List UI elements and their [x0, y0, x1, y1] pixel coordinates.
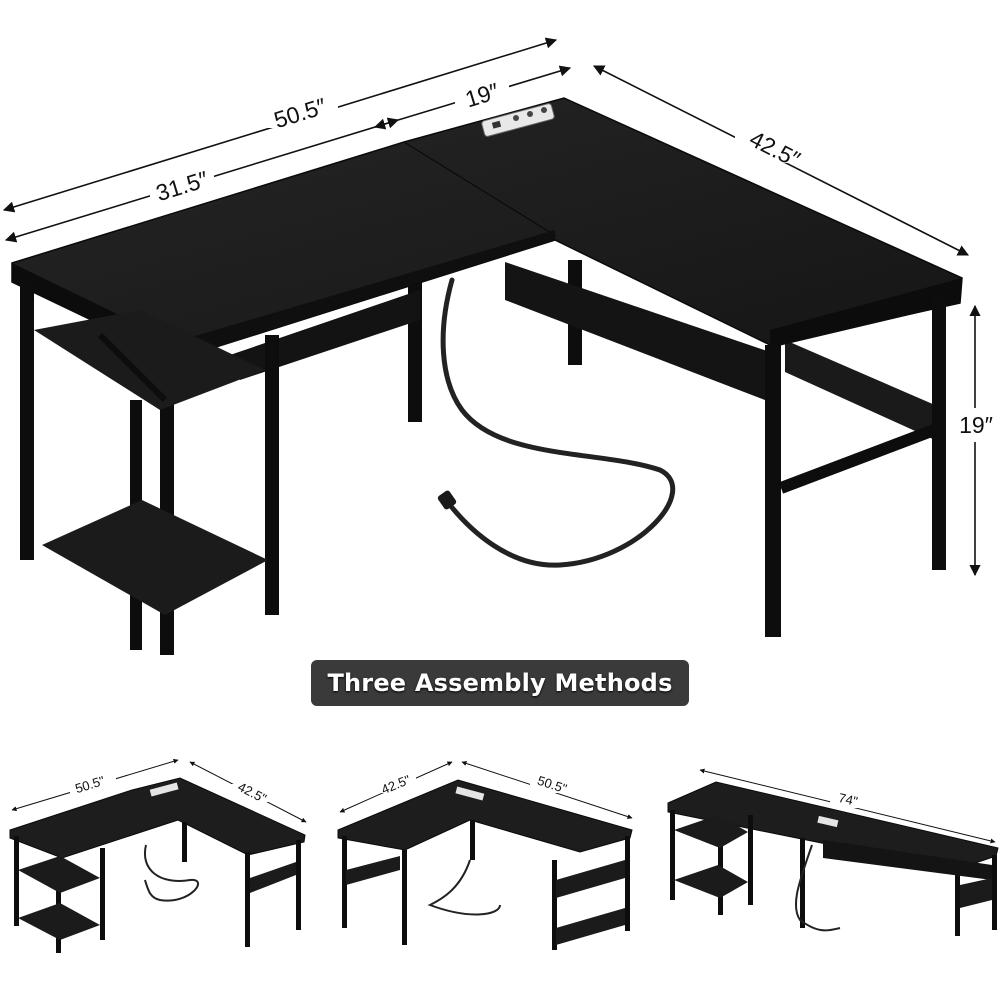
tower-shelf: [34, 310, 265, 410]
plug: [437, 490, 457, 510]
outlet: [541, 107, 547, 113]
assembly-methods-banner: Three Assembly Methods: [311, 660, 689, 706]
desk-leg: [265, 335, 279, 615]
method-1-dim-b: 42.5": [235, 779, 269, 806]
crossbar: [778, 424, 937, 494]
power-cord: [440, 277, 676, 568]
tower-shelf: [42, 500, 268, 615]
desk-edge: [770, 278, 962, 348]
right-shelf: [785, 340, 935, 440]
outlet: [527, 111, 533, 117]
dim-label-return: 42.5″: [746, 125, 805, 172]
method-3-dim: 74": [837, 790, 859, 809]
desk-edge: [175, 230, 555, 360]
method-2-illustration: [337, 761, 633, 950]
desk-leg: [932, 295, 946, 570]
desk-leg: [20, 280, 34, 560]
desk-leg: [765, 345, 781, 637]
dim-label-height: 19″: [959, 412, 993, 438]
method-3-illustration: [667, 768, 999, 936]
outlet: [513, 115, 519, 121]
shelf-brace: [97, 332, 168, 403]
method-1-illustration: [9, 758, 307, 953]
modesty-panel: [505, 262, 770, 402]
